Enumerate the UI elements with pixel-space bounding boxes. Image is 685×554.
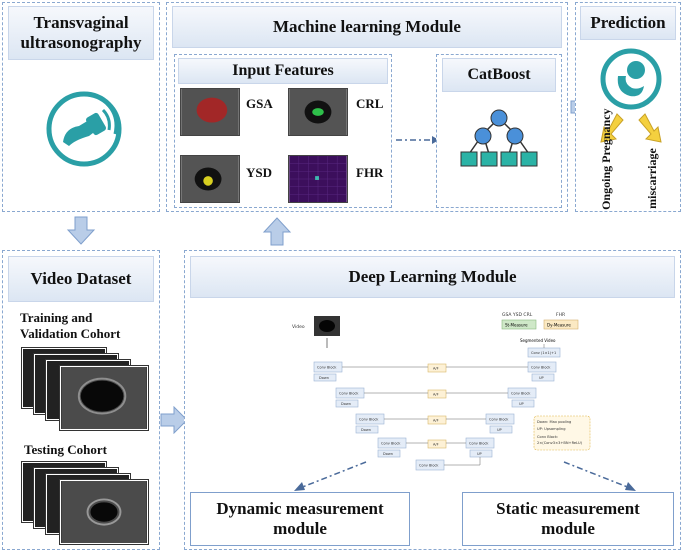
features-to-catboost-arrow xyxy=(396,136,439,144)
outcome-ongoing-text: Ongoing Pregnancy xyxy=(599,108,614,210)
enc-conv-1-text: Conv Block xyxy=(317,366,337,370)
dec-up-1-text: UP xyxy=(539,376,544,380)
net-dy-measure: Dy-Measure xyxy=(547,323,571,328)
enc-down-4 xyxy=(377,449,401,458)
net-static-labels: GSA YSD CRL xyxy=(502,312,533,318)
dec-up-4-text: UP xyxy=(477,452,482,456)
training-video-stack xyxy=(22,348,152,432)
dec-conv-out-text: Conv (1×1)+1 xyxy=(531,351,556,355)
enc-down-1 xyxy=(313,373,337,382)
gsa-label: GSA xyxy=(246,96,273,111)
fhr-label: FHR xyxy=(356,165,384,180)
tvus-title: Transvaginal ultrasonography xyxy=(8,6,154,60)
enc-down-3-text: Down xyxy=(361,428,371,432)
net-legend-box xyxy=(533,415,591,451)
dynamic-measurement-module: Dynamic measurement module xyxy=(190,492,410,546)
tvus-title-text: Transvaginal ultrasonography xyxy=(20,12,142,52)
af-node-4 xyxy=(427,439,447,449)
prediction-arrow-right xyxy=(638,113,662,143)
af-node-3 xyxy=(427,415,447,425)
static-measurement-text: Static measurement module xyxy=(496,498,640,538)
net-to-static-arrow xyxy=(563,461,636,491)
enc-down-3 xyxy=(355,425,379,434)
dec-conv-4-text: Conv Block xyxy=(469,442,489,446)
static-measurement-module: Static measurement module xyxy=(462,492,674,546)
dynamic-measurement-text: Dynamic measurement module xyxy=(216,498,384,538)
video-dataset-title-text: Video Dataset xyxy=(30,269,132,288)
dec-up-3 xyxy=(489,425,513,434)
testing-video-stack xyxy=(22,462,152,546)
net-legend-0: Down: Max pooling xyxy=(537,420,571,424)
af-node-2 xyxy=(427,389,447,399)
outcome-miscarriage: miscarriage xyxy=(632,146,672,210)
video-dataset-title: Video Dataset xyxy=(8,256,154,302)
af-2-text: A/F xyxy=(433,393,439,397)
fetus-icon xyxy=(600,48,662,110)
af-node-1 xyxy=(427,363,447,373)
training-cohort-label: Training and Validation Cohort xyxy=(20,310,121,342)
net-st-measure: St-Measure xyxy=(505,323,528,328)
ysd-label: YSD xyxy=(246,165,273,180)
dec-up-4 xyxy=(469,449,493,458)
ultrasound-probe-icon xyxy=(46,91,122,167)
enc-down-4-text: Down xyxy=(383,452,393,456)
dl-title-text: Deep Learning Module xyxy=(348,267,517,286)
catboost-title: CatBoost xyxy=(442,58,556,92)
enc-conv-2-text: Conv Block xyxy=(339,392,359,396)
net-dy-measure-box xyxy=(543,319,579,330)
net-to-dynamic-arrow xyxy=(294,461,367,491)
skip-connections xyxy=(342,344,545,466)
enc-down-2-text: Down xyxy=(341,402,351,406)
net-video-label: Video xyxy=(292,324,305,330)
af-4-text: A/F xyxy=(433,443,439,447)
ml-title-text: Machine learning Module xyxy=(273,17,461,36)
net-segmented-label: Segmented Video xyxy=(520,338,556,343)
dec-up-3-text: UP xyxy=(497,428,502,432)
testing-cohort-label: Testing Cohort xyxy=(24,442,107,457)
dec-up-1 xyxy=(531,373,555,382)
af-1-text: A/F xyxy=(433,367,439,371)
gsa-thumbnail xyxy=(180,88,240,136)
net-st-measure-box xyxy=(501,319,537,330)
input-features-title-text: Input Features xyxy=(232,62,334,79)
enc-down-2 xyxy=(335,399,359,408)
outcome-ongoing-pregnancy: Ongoing Pregnancy xyxy=(587,108,627,210)
dec-conv-2-text: Conv Block xyxy=(511,392,531,396)
dec-up-2-text: UP xyxy=(519,402,524,406)
net-dynamic-label: FHR xyxy=(556,312,565,318)
enc-conv-4-text: Conv Block xyxy=(381,442,401,446)
net-legend-3: 2×(Conv3×3+BN+ReLU) xyxy=(537,441,583,445)
video-to-dl-arrow xyxy=(160,406,188,434)
enc-conv-3-text: Conv Block xyxy=(359,418,379,422)
enc-down-1-text: Down xyxy=(319,376,329,380)
dec-up-2 xyxy=(511,399,535,408)
bottleneck-text: Conv Block xyxy=(419,464,439,468)
dl-title: Deep Learning Module xyxy=(190,256,675,298)
af-3-text: A/F xyxy=(433,419,439,423)
catboost-title-text: CatBoost xyxy=(467,66,531,83)
decision-tree-icon xyxy=(460,109,538,167)
input-features-title: Input Features xyxy=(178,58,388,84)
crl-label: CRL xyxy=(356,96,384,111)
crl-thumbnail xyxy=(288,88,348,136)
prediction-arrow-left xyxy=(600,113,624,143)
dl-to-ml-arrow xyxy=(262,217,292,246)
ml-title: Machine learning Module xyxy=(172,6,562,48)
testing-frame-front xyxy=(60,480,148,544)
training-frame-front xyxy=(60,366,148,430)
outcome-miscarriage-text: miscarriage xyxy=(644,147,659,209)
prediction-title-text: Prediction xyxy=(590,13,666,32)
prediction-title: Prediction xyxy=(580,6,676,40)
dec-conv-3-text: Conv Block xyxy=(489,418,509,422)
net-legend-2: Conv Block: xyxy=(537,435,558,439)
dec-conv-1-text: Conv Block xyxy=(531,366,551,370)
tvus-to-video-arrow xyxy=(66,216,96,245)
segmentation-network-diagram: Video GSA YSD CRL FHR St-Measure Dy-Meas… xyxy=(292,312,591,471)
net-legend-1: UP: Upsampling xyxy=(537,427,565,431)
ysd-thumbnail xyxy=(180,155,240,203)
fhr-thumbnail xyxy=(288,155,348,203)
